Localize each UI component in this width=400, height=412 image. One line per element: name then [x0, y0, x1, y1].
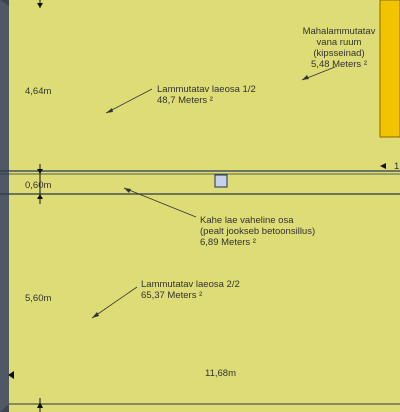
column-marker[interactable]: [214, 174, 228, 188]
heated-area-1-name: Lammutatav laeosa 1/2: [157, 84, 256, 95]
dimension-left-top: 4,64m: [25, 86, 52, 97]
arrow-right-label: 1: [394, 161, 400, 172]
removable-room-line2: vana ruum: [316, 37, 362, 48]
between-area-area: 6,89 Meters ²: [200, 237, 256, 248]
removable-room-label: Mahalammutatav vana ruum (kipsseinad) 5,…: [296, 26, 382, 70]
dimension-width: 11,68m: [205, 368, 236, 379]
dimension-left-bottom: 5,60m: [25, 293, 52, 304]
heated-area-1-area: 48,7 Meters ²: [157, 95, 213, 106]
heated-area-2-name: Lammutatav laeosa 2/2: [141, 279, 240, 290]
removable-room-block[interactable]: [379, 0, 400, 138]
removable-room-line1: Mahalammutatav: [302, 26, 376, 37]
heated-area-2-label: Lammutatav laeosa 2/2 65,37 Meters ²: [141, 279, 240, 301]
dimension-middle: 0,60m: [25, 180, 52, 191]
between-area-line1: Kahe lae vaheline osa: [200, 215, 294, 226]
removable-room-area: 5,48 Meters ²: [311, 59, 367, 70]
between-area-label: Kahe lae vaheline osa (pealt jookseb bet…: [200, 215, 315, 248]
between-area-line2: (pealt jookseb betoonsillus): [200, 226, 316, 237]
heated-area-1-label: Lammutatav laeosa 1/2 48,7 Meters ²: [157, 84, 256, 106]
removable-room-line3: (kipsseinad): [313, 48, 365, 59]
heated-area-2-area: 65,37 Meters ²: [141, 290, 203, 301]
